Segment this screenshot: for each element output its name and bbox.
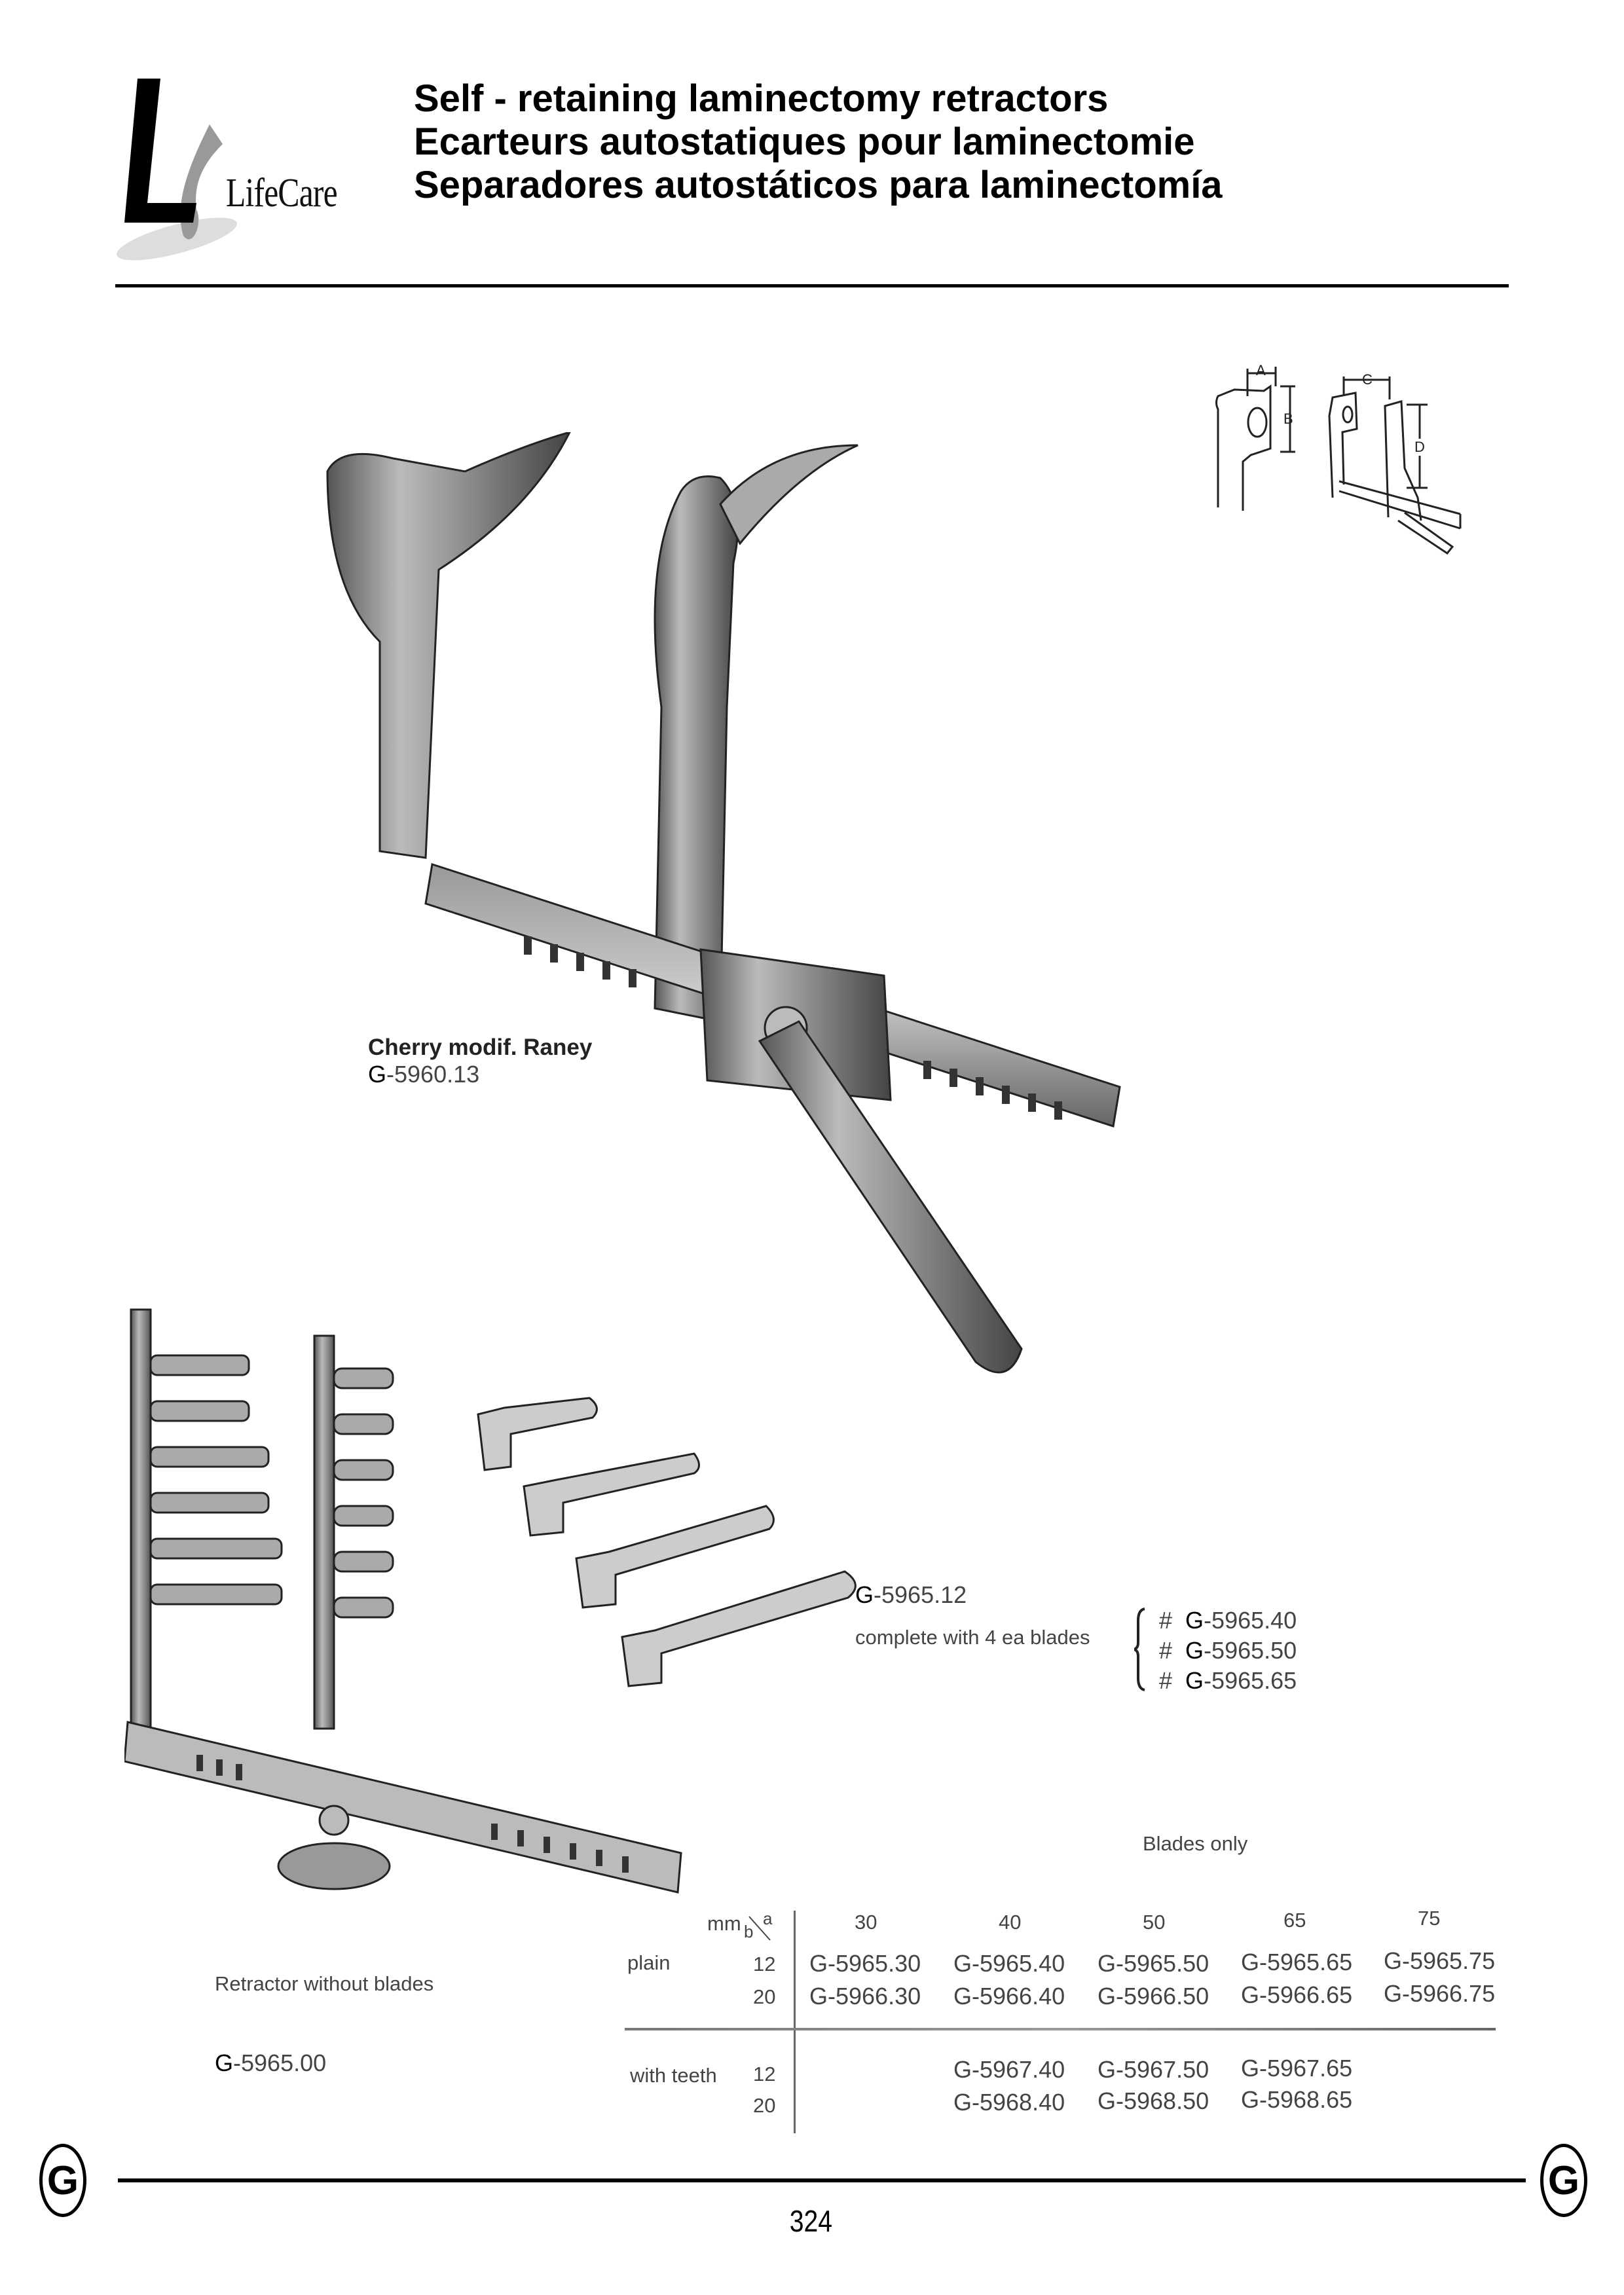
footer-divider [118,2178,1526,2182]
logo-wordmark: LifeCare [226,171,338,215]
product-set: G-5965.12 complete with 4 ea blades [855,1581,1090,1649]
dimension-diagram: A B C D [1198,357,1486,566]
group-label-with-teeth: with teeth [630,2064,717,2087]
blade-code: G-5966.50 [1098,1983,1209,2010]
header-divider [115,284,1509,287]
section-marker-right: G [1540,2144,1587,2217]
title-spanish: Separadores autostáticos para laminectom… [414,164,1223,206]
included-blade: # G-5965.40 [1159,1607,1297,1634]
blade-code: G-5968.50 [1098,2087,1209,2114]
axis-a-label: a [763,1909,773,1928]
cherry-raney-retractor-illustration [314,430,1153,1395]
blades-table-title: Blades only [1143,1832,1248,1855]
column-header: 40 [999,1911,1022,1934]
column-header: 30 [855,1911,877,1934]
set-description: complete with 4 ea blades [855,1626,1090,1649]
brace-icon [1130,1607,1147,1691]
row-b-value: 20 [753,2094,776,2117]
section-marker-left: G [39,2144,86,2217]
included-blade: # G-5965.50 [1159,1637,1297,1664]
column-header: 75 [1418,1907,1441,1930]
group-label-plain: plain [627,1951,671,1974]
set-code: G-5965.12 [855,1581,967,1608]
dimension-label-d: D [1414,439,1425,456]
blade-code: G-5966.65 [1241,1981,1353,2008]
blade-code: G-5965.40 [953,1950,1065,1977]
lifecare-logo: LifeCare [111,72,373,268]
blade-code: G-5967.65 [1241,2055,1353,2082]
frame-code: G-5965.00 [215,2049,327,2076]
frame-retractor-illustration [123,1303,701,1925]
row-b-value: 12 [753,2063,776,2085]
blade-code: G-5968.40 [953,2089,1065,2116]
product-code: G-5960.13 [368,1061,480,1088]
blade-code: G-5967.50 [1098,2056,1209,2083]
blade-code: G-5965.30 [809,1950,921,1977]
frame-description: Retractor without blades [215,1972,434,1995]
diagonal-divider-icon [748,1916,771,1941]
dimension-label-b: B [1283,411,1293,427]
included-blade: # G-5965.65 [1159,1667,1297,1694]
row-b-value: 12 [753,1953,776,1975]
product-cherry-raney: Cherry modif. Raney G-5960.13 [368,1035,592,1088]
title-english: Self - retaining laminectomy retractors [414,77,1109,120]
column-header: 50 [1143,1911,1166,1934]
blade-code: G-5965.75 [1384,1947,1496,1974]
blade-code: G-5966.75 [1384,1980,1496,2007]
axis-b-label: b [744,1922,754,1941]
blade-code: G-5965.65 [1241,1949,1353,1975]
blade-code: G-5968.65 [1241,2086,1353,2113]
title-french: Ecarteurs autostatiques pour laminectomi… [414,120,1195,163]
unit-label: mm [707,1912,741,1935]
product-name: Cherry modif. Raney [368,1035,593,1060]
blade-code: G-5966.40 [953,1983,1065,2010]
table-vertical-divider [794,1911,796,2133]
page-number: 324 [789,2204,832,2238]
blades-illustration [471,1388,877,1696]
included-blades-list: # G-5965.40 # G-5965.50 # G-5965.65 [1159,1606,1297,1696]
lifecare-logo-icon [117,79,237,261]
blade-code: G-5967.40 [953,2056,1065,2083]
table-horizontal-divider [625,2028,1496,2030]
blade-code: G-5966.30 [809,1983,921,2010]
dimension-label-a: A [1256,362,1266,378]
dimension-label-c: C [1362,371,1373,388]
blade-code: G-5965.50 [1098,1950,1209,1977]
page-title: Self - retaining laminectomy retractors … [414,77,1223,207]
row-b-value: 20 [753,1985,776,2008]
column-header: 65 [1283,1909,1306,1932]
